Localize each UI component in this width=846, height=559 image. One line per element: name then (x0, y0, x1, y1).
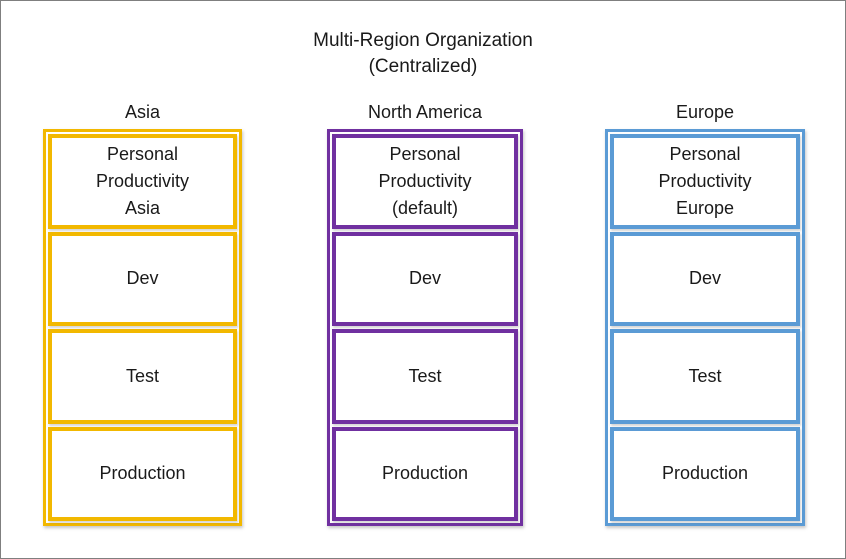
diagram-title-line-2: (Centralized) (368, 56, 478, 77)
region-container-north-america: Personal Productivity (default) Dev Test… (327, 129, 523, 526)
env-box-asia-test: Test (48, 329, 237, 424)
region-header-asia: Asia (124, 102, 160, 122)
env-box-north-america-production: Production (332, 426, 518, 521)
env-box-asia-dev: Dev (48, 231, 237, 326)
region-header-north-america: North America (367, 102, 483, 122)
env-box-europe-dev: Dev (610, 231, 800, 326)
env-box-europe-production: Production (610, 426, 800, 521)
region-header-europe: Europe (675, 102, 735, 122)
diagram-title-line-1: Multi-Region Organization (313, 30, 533, 51)
env-box-europe-test: Test (610, 329, 800, 424)
env-box-asia-personal-productivity: Personal Productivity Asia (48, 134, 237, 229)
region-asia: Asia Personal Productivity Asia Dev Test… (43, 101, 242, 526)
diagram-title: Multi-Region Organization (Centralized) (1, 28, 845, 80)
env-box-north-america-test: Test (332, 329, 518, 424)
region-europe: Europe Personal Productivity Europe Dev … (605, 101, 805, 526)
region-container-asia: Personal Productivity Asia Dev Test Prod… (43, 129, 242, 526)
env-box-north-america-dev: Dev (332, 231, 518, 326)
region-container-europe: Personal Productivity Europe Dev Test Pr… (605, 129, 805, 526)
env-box-asia-production: Production (48, 426, 237, 521)
env-box-north-america-personal-productivity-default: Personal Productivity (default) (332, 134, 518, 229)
region-north-america: North America Personal Productivity (def… (327, 101, 523, 526)
env-box-europe-personal-productivity: Personal Productivity Europe (610, 134, 800, 229)
